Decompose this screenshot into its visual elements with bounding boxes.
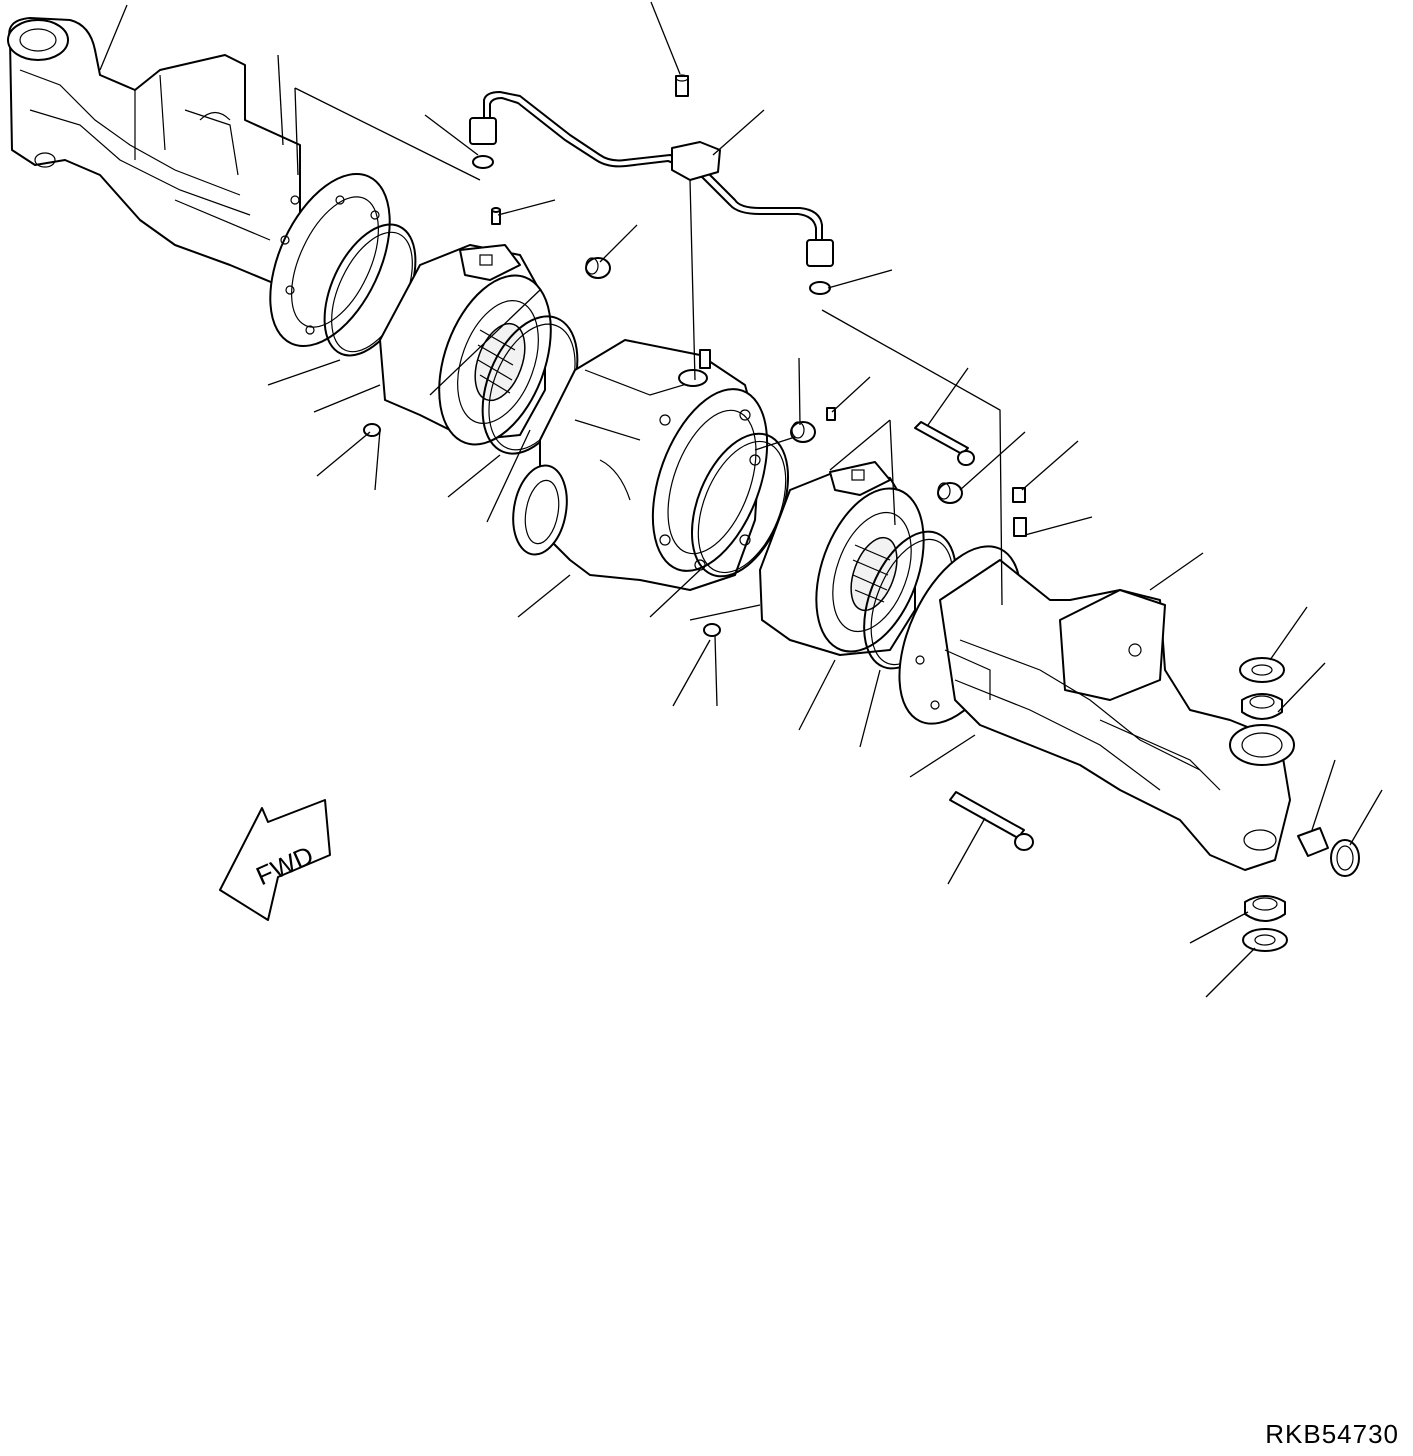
differential-housing	[512, 339, 769, 591]
right-brake-housing	[759, 461, 925, 656]
fwd-label: FWD	[252, 840, 318, 891]
left-flange	[269, 172, 391, 348]
left-axle-housing	[7, 17, 301, 291]
long-bolt-lower	[949, 791, 1034, 851]
brake-tube	[469, 74, 834, 295]
left-brake-housing	[379, 244, 552, 446]
fwd-arrow: FWD	[219, 799, 331, 921]
right-axle-housing	[898, 545, 1295, 871]
leader-lines	[99, 1, 1383, 998]
small-fittings	[363, 207, 1027, 637]
drawing-code: RKB54730	[1265, 1419, 1399, 1449]
bearings	[1239, 657, 1360, 952]
long-bolt-upper	[914, 421, 975, 466]
